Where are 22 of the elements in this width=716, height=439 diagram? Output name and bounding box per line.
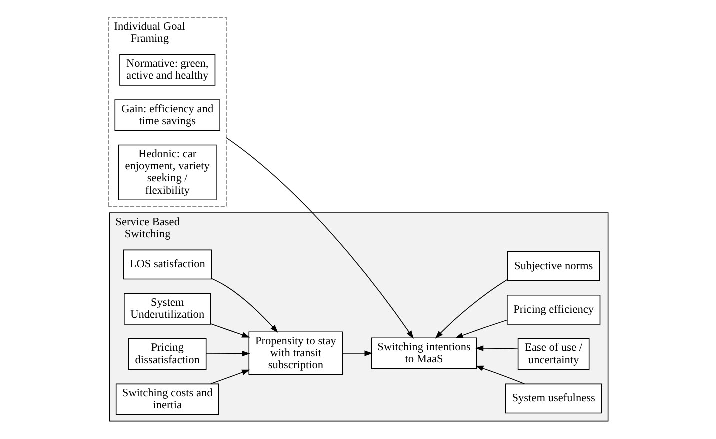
node-box: System Underutilization xyxy=(124,293,211,325)
node-box: Normative: green, active and healthy xyxy=(119,54,216,86)
arrow xyxy=(210,324,250,338)
node-box: LOS satisfaction xyxy=(122,250,212,280)
node-box: Ease of use / uncertainty xyxy=(517,338,590,370)
arrow xyxy=(342,350,372,356)
node-box: Switching costs and inertia xyxy=(115,384,219,416)
node-box: Hedonic: car enjoyment, variety seeking / flexibility xyxy=(118,144,216,201)
node-box: Pricing dissatisfaction xyxy=(128,338,206,370)
arrow xyxy=(206,351,250,357)
node-box: Propensity to stay with transit subscription xyxy=(248,332,343,376)
arrow xyxy=(226,138,414,339)
arrow xyxy=(454,320,508,338)
node-box: System usefulness xyxy=(504,384,602,414)
arrow xyxy=(210,278,278,333)
arrow xyxy=(434,279,508,339)
node-box: Subjective norms xyxy=(506,251,600,282)
node-box: Gain: efficiency and time savings xyxy=(114,100,220,132)
node-box: Pricing efficiency xyxy=(506,294,600,325)
arrow xyxy=(475,346,518,352)
arrow xyxy=(210,370,250,384)
node-box: Switching intentions to MaaS xyxy=(370,338,477,370)
